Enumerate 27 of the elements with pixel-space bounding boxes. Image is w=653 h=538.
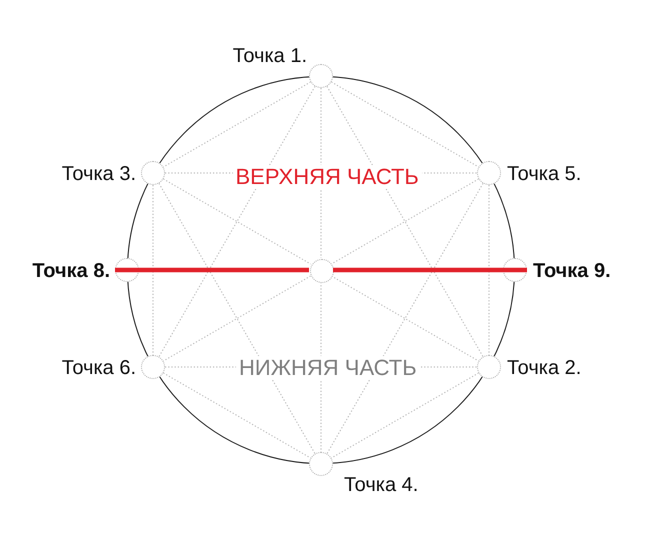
dotted-line	[158, 182, 316, 454]
thick-line	[115, 268, 309, 272]
dotted-line	[152, 184, 154, 356]
dotted-line	[320, 88, 322, 258]
dotted-line	[330, 372, 480, 458]
point-label: Точка 8.	[32, 259, 110, 283]
dotted-line	[330, 82, 480, 168]
point-label: Точка 2.	[507, 356, 582, 380]
dotted-line	[162, 178, 312, 264]
point-label: Точка 1.	[232, 44, 307, 68]
dotted-line	[162, 82, 312, 168]
region-label: ВЕРХНЯЯ ЧАСТЬ	[232, 165, 422, 189]
point-label: Точка 3.	[62, 162, 136, 186]
dotted-line	[488, 184, 490, 356]
point-label: Точка 6.	[62, 356, 136, 380]
point-label: Точка 5.	[507, 162, 582, 186]
dotted-line	[158, 86, 316, 358]
dotted-line	[162, 372, 312, 458]
point-label: Точка 4.	[344, 473, 418, 497]
dotted-line	[326, 86, 484, 358]
dotted-line	[330, 178, 480, 264]
dotted-line	[162, 276, 312, 362]
thick-line	[333, 268, 527, 272]
region-label: НИЖНЯЯ ЧАСТЬ	[236, 356, 420, 380]
dotted-line	[326, 182, 484, 454]
point-circle	[310, 259, 334, 283]
point-label: Точка 9.	[533, 259, 611, 283]
